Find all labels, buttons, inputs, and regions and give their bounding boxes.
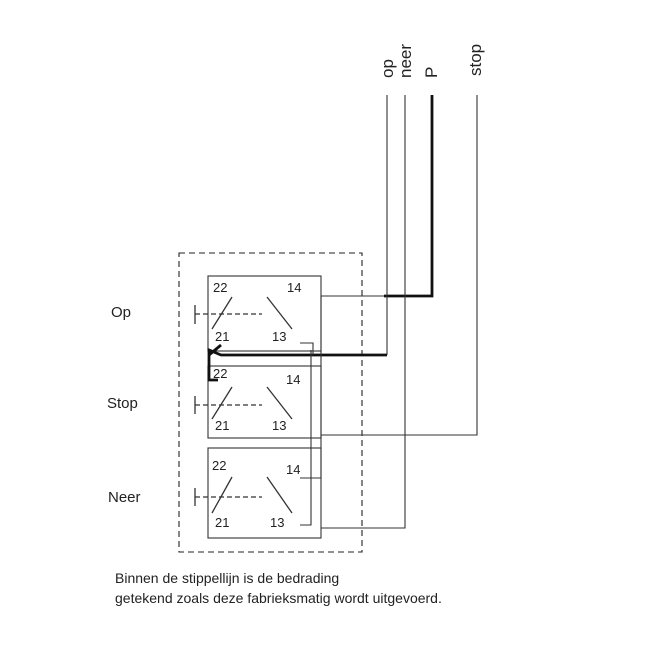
button-op: 22 14 21 13 bbox=[194, 275, 322, 352]
wire-common-bus-diag bbox=[208, 343, 222, 357]
button-label-op: Op bbox=[111, 304, 131, 321]
terminal-label-op: op bbox=[378, 59, 397, 78]
button-label-neer: Neer bbox=[108, 489, 141, 506]
terminal-13-neer: 13 bbox=[270, 515, 284, 530]
nc-contact-stop bbox=[211, 386, 233, 420]
no-contact-neer bbox=[266, 476, 293, 514]
note-line-1: Binnen de stippellijn is de bedrading bbox=[115, 570, 339, 586]
terminal-13-stop: 13 bbox=[272, 418, 286, 433]
terminal-21-neer: 21 bbox=[215, 515, 229, 530]
factory-wiring-boundary bbox=[178, 252, 363, 553]
terminal-21-stop: 21 bbox=[215, 418, 229, 433]
terminal-21-op: 21 bbox=[215, 329, 229, 344]
terminal-13-op: 13 bbox=[272, 329, 286, 344]
wire-op-13 bbox=[300, 342, 314, 355]
terminal-14-stop: 14 bbox=[286, 372, 300, 387]
wire-neer bbox=[321, 95, 406, 529]
terminal-label-p: P bbox=[422, 67, 441, 78]
no-contact-stop bbox=[266, 386, 293, 420]
wire-stop bbox=[321, 95, 478, 436]
wire-jumper-13 bbox=[300, 350, 312, 526]
terminal-22-op: 22 bbox=[213, 280, 227, 295]
terminal-14-neer: 14 bbox=[286, 462, 300, 477]
terminal-label-stop: stop bbox=[466, 44, 485, 76]
nc-contact-neer bbox=[211, 476, 233, 514]
button-neer: 22 14 21 13 bbox=[194, 447, 322, 539]
contact-block-neer bbox=[207, 447, 322, 539]
note-line-2: getekend zoals deze fabrieksmatig wordt … bbox=[115, 590, 442, 606]
nc-contact-op bbox=[211, 296, 233, 330]
button-label-stop: Stop bbox=[107, 395, 138, 412]
wire-jumper-14 bbox=[300, 296, 322, 479]
terminal-22-stop: 22 bbox=[213, 366, 227, 381]
wire-p bbox=[384, 95, 434, 298]
terminal-14-op: 14 bbox=[287, 280, 301, 295]
wire-common-bus bbox=[207, 347, 387, 382]
terminal-22-neer: 22 bbox=[212, 458, 226, 473]
button-stop: 22 14 21 13 bbox=[194, 365, 322, 439]
terminal-label-neer: neer bbox=[396, 44, 415, 78]
no-contact-op bbox=[266, 296, 293, 330]
